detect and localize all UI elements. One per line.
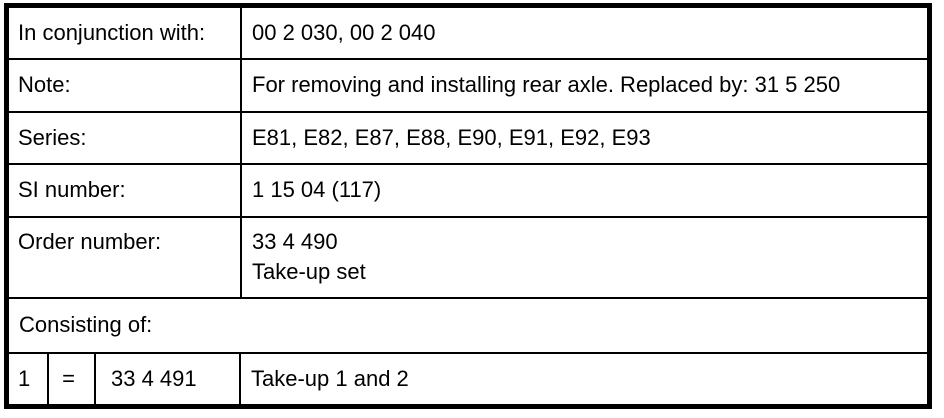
consisting-of-label: Consisting of: (19, 312, 153, 338)
table-row: Series: E81, E82, E87, E88, E90, E91, E9… (9, 113, 927, 165)
row-label-series: Series: (9, 113, 242, 163)
item-description: Take-up 1 and 2 (251, 365, 409, 391)
table-row-consisting-of: Consisting of: (9, 299, 927, 354)
row-label-in-conjunction-with: In conjunction with: (9, 8, 242, 58)
item-part-number: 33 4 491 (96, 354, 241, 404)
table-row: In conjunction with: 00 2 030, 00 2 040 (9, 8, 927, 60)
table-row-order-number: Order number: 33 4 490 Take-up set (9, 218, 927, 299)
row-label-note: Note: (9, 60, 242, 111)
row-value-order-number: 33 4 490 Take-up set (242, 218, 927, 297)
order-number-value: 33 4 490 (252, 229, 338, 254)
table-row-item: 1 = 33 4 491 Take-up 1 and 2 (9, 354, 927, 404)
item-position: 1 (9, 354, 49, 404)
order-number-name: Take-up set (252, 259, 366, 284)
table-row: Note: For removing and installing rear a… (9, 60, 927, 113)
table-row: SI number: 1 15 04 (117) (9, 165, 927, 218)
row-label-si-number: SI number: (9, 165, 242, 216)
tool-spec-table: In conjunction with: 00 2 030, 00 2 040 … (4, 3, 932, 409)
row-value-si-number: 1 15 04 (117) (252, 177, 382, 203)
row-value-note: For removing and installing rear axle. R… (252, 72, 841, 98)
row-label-order-number: Order number: (9, 218, 242, 297)
row-value-in-conjunction-with: 00 2 030, 00 2 040 (252, 19, 436, 45)
row-value-series: E81, E82, E87, E88, E90, E91, E92, E93 (252, 124, 651, 150)
item-equals-sign: = (49, 354, 96, 404)
